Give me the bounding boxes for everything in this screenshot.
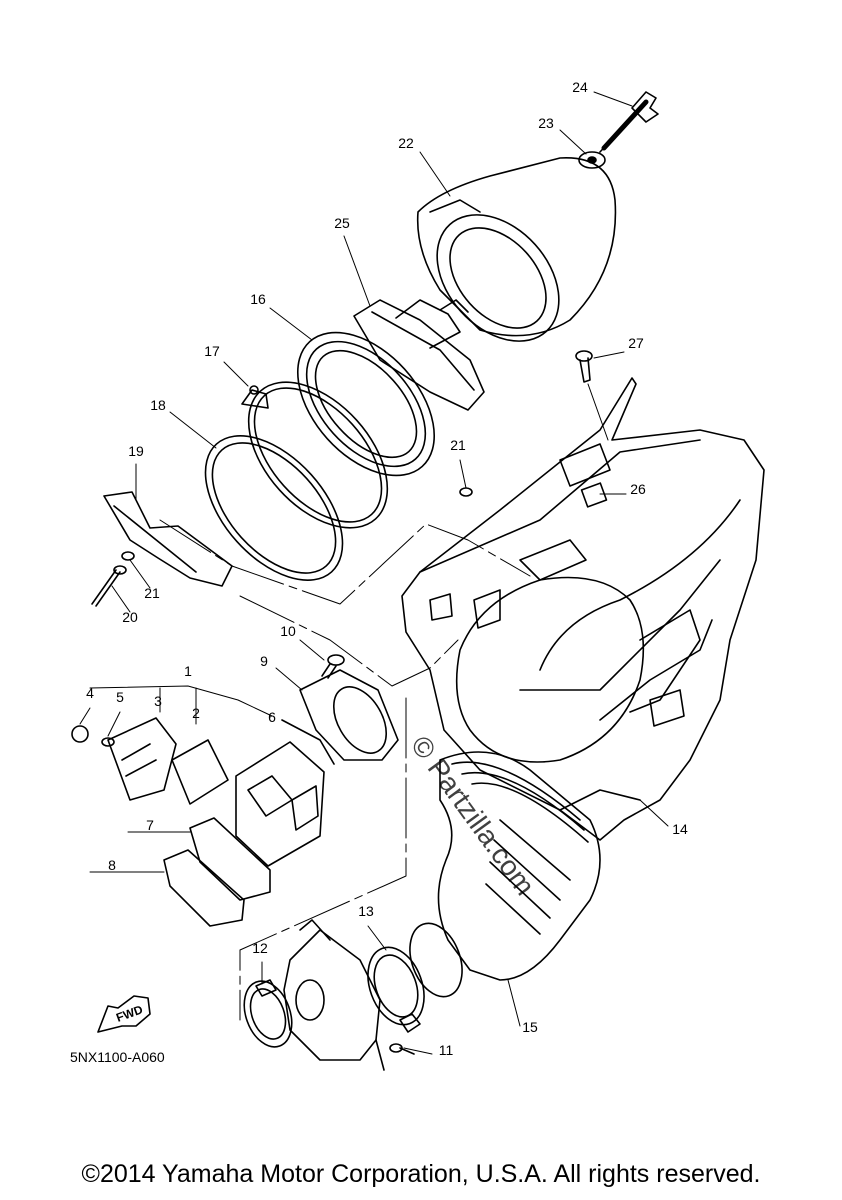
callout-5: 5	[116, 689, 124, 705]
callout-16: 16	[250, 291, 266, 307]
reed-washer-part	[101, 737, 115, 747]
washer-small-part	[121, 551, 135, 561]
callout-13: 13	[358, 903, 374, 919]
callout-19: 19	[128, 443, 144, 459]
leader-lines	[79, 91, 669, 1055]
callout-4: 4	[86, 685, 94, 701]
mount-bolt-part	[575, 350, 593, 383]
callout-21: 21	[144, 585, 160, 601]
carburetor-reference	[283, 919, 385, 1071]
callout-20: 20	[122, 609, 138, 625]
callout-3: 3	[154, 693, 162, 709]
callout-6: 6	[268, 709, 276, 725]
callout-1: 1	[184, 663, 192, 679]
callout-7: 7	[146, 817, 154, 833]
callout-8: 8	[108, 857, 116, 873]
reed-petal-part	[171, 739, 229, 805]
reed-gasket-part	[189, 817, 271, 901]
callout-14: 14	[672, 821, 688, 837]
callout-15: 15	[522, 1019, 538, 1035]
callout-10: 10	[280, 623, 296, 639]
manifold-gasket-part	[163, 849, 245, 927]
nut-clip-part	[580, 482, 608, 508]
air-box-housing-part	[401, 377, 765, 841]
callout-21b: 21	[450, 437, 466, 453]
filter-guide-part	[353, 299, 485, 411]
callout-26: 26	[630, 481, 646, 497]
reed-screw-part	[71, 725, 89, 743]
reed-stopper-part	[107, 717, 177, 801]
reed-valve-block-part	[235, 719, 335, 867]
part-code: 5NX1100-A060	[70, 1049, 165, 1065]
callout-22: 22	[398, 135, 414, 151]
callout-9: 9	[260, 653, 268, 669]
callout-25: 25	[334, 215, 350, 231]
reference-lines	[159, 519, 531, 1021]
screw-part	[91, 565, 127, 607]
seal-ring-part	[296, 331, 436, 477]
wing-bolt-part	[599, 91, 659, 153]
hose-clamp-part	[367, 946, 425, 1033]
callout-24: 24	[572, 79, 588, 95]
forward-arrow	[97, 995, 151, 1033]
callout-12: 12	[252, 940, 268, 956]
cover-plate-part	[103, 491, 233, 587]
callout-27: 27	[628, 335, 644, 351]
washer-small-part-b	[459, 487, 473, 497]
gasket-ring-part	[204, 435, 344, 581]
carb-clamp-part	[243, 979, 293, 1048]
copyright-notice: ©2014 Yamaha Motor Corporation, U.S.A. A…	[81, 1160, 761, 1188]
callout-17: 17	[204, 343, 220, 359]
clamp-screw-part	[389, 1043, 415, 1055]
callout-11: 11	[439, 1042, 454, 1058]
joint-bolt-part	[321, 654, 345, 679]
clamp-band-part	[241, 381, 389, 529]
callout-23: 23	[538, 115, 554, 131]
intake-joint-part	[299, 669, 399, 761]
intake-boot-part	[437, 751, 601, 981]
boot-ring-part	[409, 922, 463, 998]
air-filter-element-part	[416, 157, 617, 342]
callout-18: 18	[150, 397, 166, 413]
callout-2: 2	[192, 705, 200, 721]
